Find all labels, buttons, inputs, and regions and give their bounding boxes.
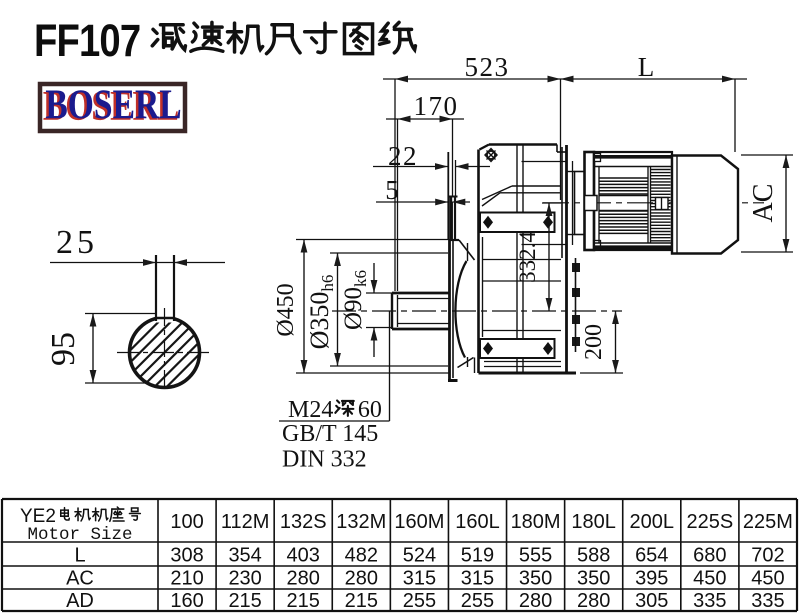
svg-text:180M: 180M [511, 511, 561, 533]
svg-text:332.4: 332.4 [515, 231, 540, 283]
svg-text:450: 450 [693, 568, 726, 590]
svg-text:5: 5 [385, 175, 399, 205]
svg-text:354: 354 [228, 545, 261, 567]
svg-text:YE2: YE2 [20, 506, 56, 527]
svg-text:95: 95 [45, 332, 82, 366]
svg-text:450: 450 [751, 568, 784, 590]
svg-text:BOSERL: BOSERL [45, 82, 181, 128]
svg-text:335: 335 [751, 590, 784, 612]
svg-text:519: 519 [461, 545, 494, 567]
svg-text:350: 350 [577, 568, 610, 590]
svg-text:Ø350h6: Ø350h6 [305, 275, 337, 350]
svg-text:132M: 132M [336, 511, 386, 533]
svg-text:350: 350 [519, 568, 552, 590]
svg-text:215: 215 [345, 590, 378, 612]
svg-text:280: 280 [519, 590, 552, 612]
svg-text:335: 335 [693, 590, 726, 612]
svg-text:280: 280 [287, 568, 320, 590]
svg-text:160: 160 [170, 590, 203, 612]
svg-text:280: 280 [577, 590, 610, 612]
svg-text:L: L [638, 52, 655, 82]
svg-text:225S: 225S [686, 511, 733, 533]
svg-text:FF107: FF107 [34, 15, 140, 66]
svg-text:702: 702 [751, 545, 784, 567]
svg-text:305: 305 [635, 590, 668, 612]
svg-text:Ø450: Ø450 [273, 283, 299, 336]
svg-text:Motor Size: Motor Size [27, 525, 132, 545]
svg-text:AD: AD [66, 590, 94, 612]
svg-text:403: 403 [287, 545, 320, 567]
svg-text:225M: 225M [743, 511, 793, 533]
svg-text:180L: 180L [571, 511, 616, 533]
svg-text:GB/T 145: GB/T 145 [282, 421, 378, 447]
svg-text:L: L [74, 545, 85, 567]
svg-text:255: 255 [403, 590, 436, 612]
svg-text:160M: 160M [394, 511, 444, 533]
svg-text:255: 255 [461, 590, 494, 612]
svg-text:315: 315 [403, 568, 436, 590]
svg-text:132S: 132S [280, 511, 327, 533]
svg-text:200: 200 [581, 324, 607, 360]
svg-text:523: 523 [465, 52, 510, 82]
svg-text:25: 25 [56, 224, 98, 261]
svg-text:215: 215 [287, 590, 320, 612]
svg-text:112M: 112M [221, 511, 270, 533]
svg-text:482: 482 [345, 545, 378, 567]
svg-text:588: 588 [577, 545, 610, 567]
svg-text:AC: AC [66, 568, 94, 590]
svg-text:AC: AC [748, 184, 779, 223]
svg-text:170: 170 [414, 91, 459, 121]
svg-text:308: 308 [170, 545, 203, 567]
svg-text:280: 280 [345, 568, 378, 590]
svg-text:200L: 200L [630, 511, 675, 533]
svg-text:395: 395 [635, 568, 668, 590]
svg-text:230: 230 [228, 568, 261, 590]
svg-text:524: 524 [403, 545, 436, 567]
svg-text:654: 654 [635, 545, 668, 567]
svg-text:680: 680 [693, 545, 726, 567]
svg-text:215: 215 [228, 590, 261, 612]
svg-text:DIN 332: DIN 332 [282, 447, 367, 473]
svg-text:555: 555 [519, 545, 552, 567]
svg-text:210: 210 [170, 568, 203, 590]
svg-text:100: 100 [170, 511, 203, 533]
svg-text:BOSERL: BOSERL [43, 84, 179, 130]
svg-text:160L: 160L [455, 511, 500, 533]
svg-text:315: 315 [461, 568, 494, 590]
